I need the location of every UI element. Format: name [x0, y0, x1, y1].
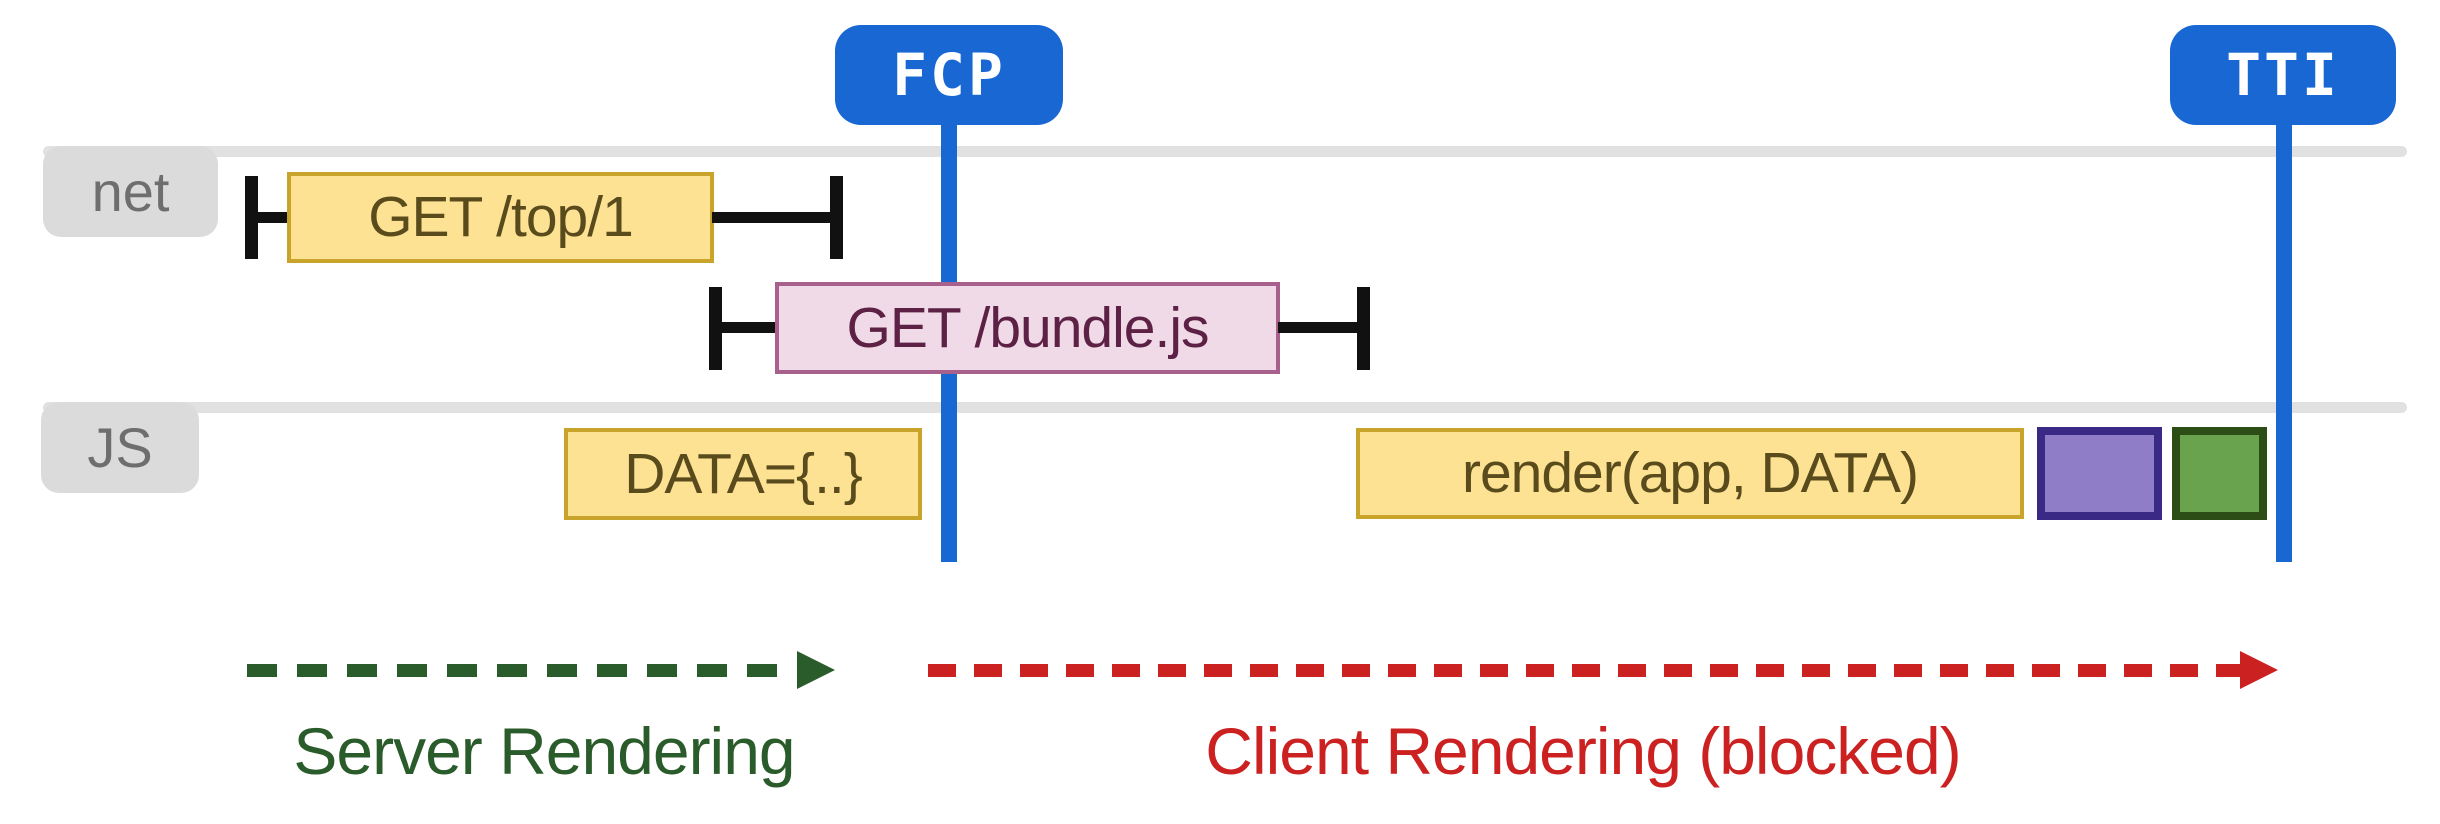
js-lane-label: JS — [41, 402, 199, 493]
fcp-badge: FCP — [835, 25, 1063, 125]
request-bundle-box: GET /bundle.js — [775, 282, 1280, 374]
server-rendering-dashed-arrow — [247, 664, 797, 677]
net-lane-track-line — [43, 146, 2407, 157]
request-top-start-connector — [255, 212, 290, 223]
js-task-render-box: render(app, DATA) — [1356, 428, 2024, 519]
tti-marker-line — [2276, 125, 2292, 562]
request-bundle-start-connector — [719, 322, 777, 333]
js-task-data-box: DATA={..} — [564, 428, 922, 520]
js-lane-track-line — [43, 402, 2407, 413]
server-rendering-label: Server Rendering — [293, 714, 795, 788]
client-rendering-arrowhead-icon — [2240, 651, 2278, 689]
request-top-box: GET /top/1 — [287, 172, 714, 263]
net-lane-label: net — [43, 146, 218, 237]
request-bundle-start-tick — [709, 287, 722, 370]
request-bundle-end-connector — [1278, 322, 1360, 333]
client-rendering-dashed-arrow — [928, 664, 2240, 677]
js-task-purple-block — [2037, 427, 2162, 520]
js-task-green-block — [2172, 427, 2267, 520]
request-top-start-tick — [245, 176, 258, 259]
request-top-end-connector — [712, 212, 834, 223]
request-bundle-end-tick — [1357, 287, 1370, 370]
client-rendering-label: Client Rendering (blocked) — [1205, 714, 1961, 788]
request-top-end-tick — [830, 176, 843, 259]
server-rendering-arrowhead-icon — [797, 651, 835, 689]
tti-badge: TTI — [2170, 25, 2396, 125]
